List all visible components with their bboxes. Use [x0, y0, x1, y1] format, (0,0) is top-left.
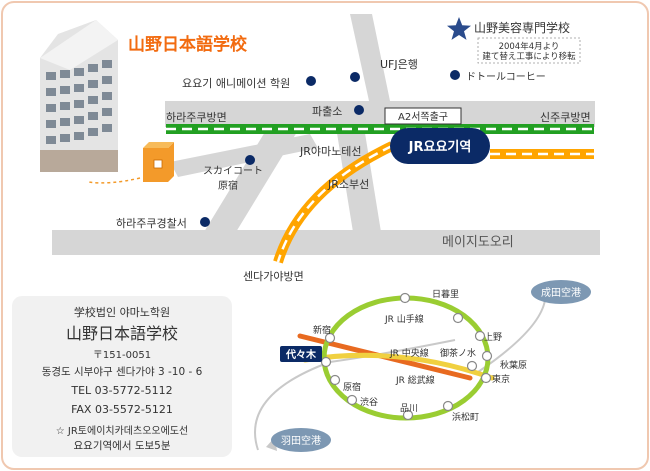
police-box-label: 파출소 — [312, 105, 342, 118]
harajuku-direction-label: 하라주쿠방면 — [166, 110, 227, 124]
info-postal: 〒151-0051 — [92, 350, 152, 361]
harajuku-police-label: 하라주쿠경찰서 — [116, 216, 187, 230]
jr-sobu-label: JR소부선 — [327, 178, 369, 191]
hamamatsucho-label: 浜松町 — [452, 411, 479, 423]
narita-airport-badge — [531, 280, 591, 304]
shibuya-label: 渋谷 — [360, 396, 378, 408]
info-name: 山野日本語学校 — [65, 324, 178, 343]
shinagawa-label: 品川 — [400, 403, 418, 414]
building-entrance — [40, 150, 118, 172]
road-south — [336, 127, 381, 232]
harajuku-police-dot — [200, 217, 210, 227]
info-address: 동경도 시부야구 센다가야 3 -10 - 6 — [41, 366, 203, 378]
north-exit-box — [384, 107, 462, 125]
beauty-note-box — [477, 37, 581, 64]
rail-network: 代々木 成田空港 羽田空港 — [254, 280, 591, 452]
info-access-1: ☆ JR토에이치카데츠오오에도선 — [55, 426, 189, 437]
doutor-label: ドトールコーヒー — [466, 71, 546, 83]
harajuku-label: 原宿 — [343, 381, 361, 393]
building-roof — [40, 20, 118, 70]
road-meiji — [52, 230, 600, 255]
meiji-dori-label: 메이지도오리 — [442, 235, 514, 250]
school-pointer — [87, 177, 141, 184]
school-building — [40, 20, 118, 172]
beauty-note-1: 2004年4月より — [499, 41, 560, 52]
police-box-dot — [354, 105, 364, 115]
sobu-line-south-dash — [276, 144, 393, 263]
animation-school-label: 요요기 애니메이션 학원 — [182, 77, 290, 90]
jr-yoyogi-label: JR요요기역 — [408, 139, 472, 155]
yamanote-line-label: JR 山手線 — [384, 313, 424, 325]
haneda-airport-badge — [271, 428, 331, 452]
road-upper — [165, 101, 595, 127]
jr-yoyogi-station — [390, 128, 490, 164]
shinjuku-label: 新宿 — [313, 324, 331, 336]
shinjuku-direction-label: 신주쿠방면 — [540, 111, 591, 124]
ufj-bank-dot — [350, 72, 360, 82]
landmark-dots — [200, 70, 460, 227]
narita-airport-label: 成田空港 — [541, 286, 581, 299]
school-marker — [143, 142, 174, 182]
doutor-dot — [450, 70, 460, 80]
ueno-label: 上野 — [484, 332, 502, 343]
roads — [52, 14, 600, 255]
school-title: 山野日本語学校 — [128, 34, 248, 55]
info-panel — [12, 296, 232, 457]
tokyo-label: 東京 — [492, 373, 510, 385]
info-corp: 学校법인 야마노학원 — [73, 306, 171, 319]
info-panel-text: 学校법인 야마노학원 山野日本語学校 〒151-0051 동경도 시부야구 센다… — [12, 296, 232, 457]
info-access-2: 요요기역에서 도보5분 — [73, 440, 171, 452]
skycourt-label-1: スカイコート — [203, 165, 263, 177]
narita-route — [477, 299, 546, 373]
nippori-label: 日暮里 — [432, 288, 459, 300]
building-windows — [46, 60, 112, 144]
chuo-line-label: JR 中央線 — [389, 347, 429, 359]
yoyogi-station-label: 代々木 — [285, 348, 317, 361]
station-dots — [320, 292, 493, 421]
jr-yamanote-label: JR야마노테선 — [299, 145, 362, 158]
rail-lines — [166, 124, 594, 264]
beauty-note-2: 建て替え工事により移転 — [482, 51, 576, 62]
ufj-bank-label: UFJ은행 — [380, 58, 418, 71]
akihabara-label: 秋葉原 — [500, 359, 527, 371]
north-exit-label: A2서쪽출구 — [398, 111, 448, 123]
beauty-school-label: 山野美容専門学校 — [474, 20, 570, 35]
road-north — [350, 14, 390, 101]
yoyogi-station-badge — [280, 346, 322, 362]
haneda-airport-label: 羽田空港 — [281, 434, 321, 447]
ochanomizu-label: 御茶ノ水 — [440, 347, 476, 359]
skycourt-label-2: 原宿 — [218, 179, 238, 192]
star-icon — [447, 17, 471, 40]
sobu-line-label: JR 総武線 — [395, 374, 435, 386]
animation-school-dot — [306, 76, 316, 86]
skycourt-dot — [245, 155, 255, 165]
road-west — [170, 134, 318, 177]
sendagaya-direction-label: 센다가야방면 — [243, 270, 304, 283]
info-tel: TEL 03-5772-5112 — [71, 384, 173, 397]
info-fax: FAX 03-5572-5121 — [71, 403, 173, 416]
